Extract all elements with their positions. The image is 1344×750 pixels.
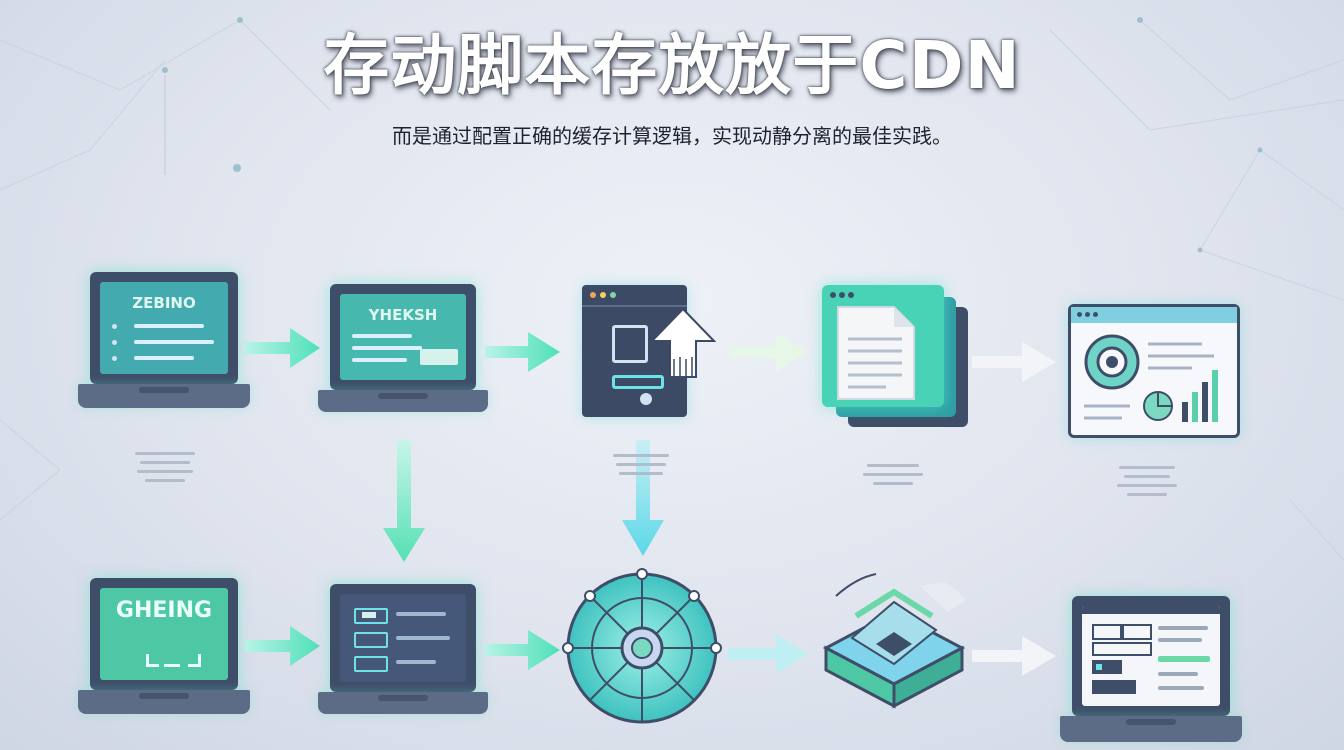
arrow-bottom-3 <box>728 634 808 674</box>
laptop-5-base <box>1060 716 1242 742</box>
document-icon <box>837 306 915 400</box>
laptop-1-screen: ZEBINO <box>90 272 238 384</box>
arrow-down-1 <box>383 440 425 562</box>
laptop-3-label: GHEING <box>115 598 213 623</box>
caption-placeholder-2 <box>606 448 676 475</box>
arrow-bottom-4 <box>972 636 1056 676</box>
laptop-5-screen <box>1072 596 1230 716</box>
laptop-node-1: ZEBINO <box>78 272 250 417</box>
upload-panel <box>582 285 727 417</box>
caption-placeholder-1 <box>130 446 200 482</box>
laptop-3-screen: GHEING <box>90 578 238 690</box>
dashboard-window <box>1068 304 1240 438</box>
arrow-bottom-2 <box>485 630 560 670</box>
laptop-3-base <box>78 690 250 714</box>
arrow-top-2 <box>485 332 560 372</box>
arrow-bottom-1 <box>245 626 320 666</box>
caption-placeholder-4 <box>1112 460 1182 496</box>
upload-arrow-icon <box>649 307 717 378</box>
laptop-2-screen: YHEKSH <box>330 284 476 390</box>
caption-placeholder-3 <box>858 458 928 485</box>
document-node <box>822 285 972 435</box>
laptop-node-5 <box>1060 596 1242 750</box>
laptop-node-4 <box>318 584 488 729</box>
laptop-node-3: GHEING <box>78 578 250 728</box>
server-chip-icon <box>822 573 966 709</box>
arrow-down-2 <box>622 440 664 556</box>
laptop-node-2: YHEKSH <box>318 284 488 424</box>
page-subtitle: 而是通过配置正确的缓存计算逻辑，实现动静分离的最佳实践。 <box>392 124 952 148</box>
arrow-top-3 <box>730 332 808 372</box>
laptop-1-base <box>78 384 250 408</box>
page-title: 存动脚本存放放于CDN <box>323 27 1021 104</box>
laptop-2-base <box>318 390 488 412</box>
laptop-4-base <box>318 692 488 714</box>
network-globe-icon <box>562 568 722 724</box>
analytics-chart-icon <box>1084 334 1218 422</box>
laptop-2-label: YHEKSH <box>368 306 438 324</box>
arrow-top-4 <box>972 342 1056 382</box>
arrow-top-1 <box>245 328 320 368</box>
laptop-4-screen <box>330 584 476 692</box>
laptop-1-label: ZEBINO <box>132 294 196 312</box>
